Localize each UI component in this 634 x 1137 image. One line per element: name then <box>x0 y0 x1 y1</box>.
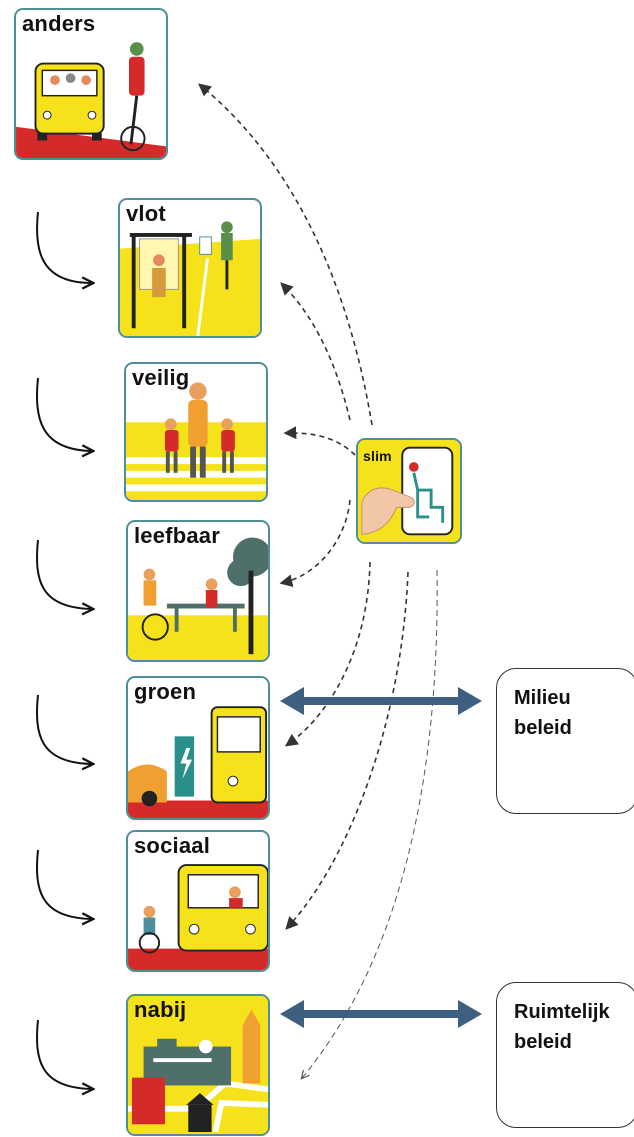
tile-label-nabij: nabij <box>134 997 187 1022</box>
policy-milieu-line1: Milieu <box>514 687 571 709</box>
curved-arrow-vlot <box>36 211 92 283</box>
policy-box-ruimtelijk: Ruimtelijk beleid <box>496 982 634 1128</box>
tile-nabij: nabij <box>126 994 270 1136</box>
tile-groen: groen <box>126 676 270 820</box>
curved-arrows <box>36 211 92 1089</box>
dashed-arrow-to-groen <box>284 561 371 747</box>
smartphone-route-illustration <box>358 440 460 542</box>
town-map-illustration <box>128 996 268 1134</box>
tile-label-leefbaar: leefbaar <box>134 523 220 548</box>
curved-arrow-veilig <box>36 377 92 451</box>
tile-label-groen: groen <box>134 679 197 704</box>
double-arrow-groen-milieu <box>280 687 482 715</box>
curved-arrow-sociaal <box>36 849 92 919</box>
policy-ruimtelijk-line2: beleid <box>514 1031 572 1053</box>
bus-stop-illustration <box>120 221 260 336</box>
curved-arrow-groen <box>36 694 92 764</box>
double-arrow-nabij-ruimtelijk <box>280 1000 482 1028</box>
crosswalk-family-illustration <box>126 382 266 500</box>
tile-label-anders: anders <box>22 11 96 36</box>
tile-slim: slim <box>356 438 462 544</box>
dashed-arrow-to-anders <box>198 83 373 426</box>
policy-milieu-line2: beleid <box>514 717 572 739</box>
tile-sociaal: sociaal <box>126 830 270 972</box>
policy-ruimtelijk-line1: Ruimtelijk <box>514 1001 610 1023</box>
curved-arrow-nabij <box>36 1019 92 1089</box>
tile-label-vlot: vlot <box>126 201 166 226</box>
bus-and-cyclist-illustration <box>16 42 166 158</box>
dashed-arrow-to-veilig <box>283 426 356 456</box>
tile-anders: anders <box>14 8 168 160</box>
dashed-arrows <box>198 83 409 930</box>
dashed-arrow-to-vlot <box>280 282 351 421</box>
thin-dashed-arrow-to-nabij <box>302 569 438 1078</box>
electric-charging-illustration <box>128 706 268 818</box>
picnic-park-illustration <box>128 537 268 660</box>
policy-box-milieu: Milieu beleid <box>496 668 634 814</box>
dashed-arrow-to-sociaal <box>285 571 409 930</box>
accessible-bus-illustration <box>128 864 268 970</box>
tile-vlot: vlot <box>118 198 262 338</box>
dashed-arrow-to-leefbaar <box>279 499 351 588</box>
tile-label-veilig: veilig <box>132 365 190 390</box>
tile-label-slim: slim <box>363 448 392 464</box>
tile-leefbaar: leefbaar <box>126 520 270 662</box>
tile-label-sociaal: sociaal <box>134 833 211 858</box>
curved-arrow-leefbaar <box>36 539 92 609</box>
tile-veilig: veilig <box>124 362 268 502</box>
